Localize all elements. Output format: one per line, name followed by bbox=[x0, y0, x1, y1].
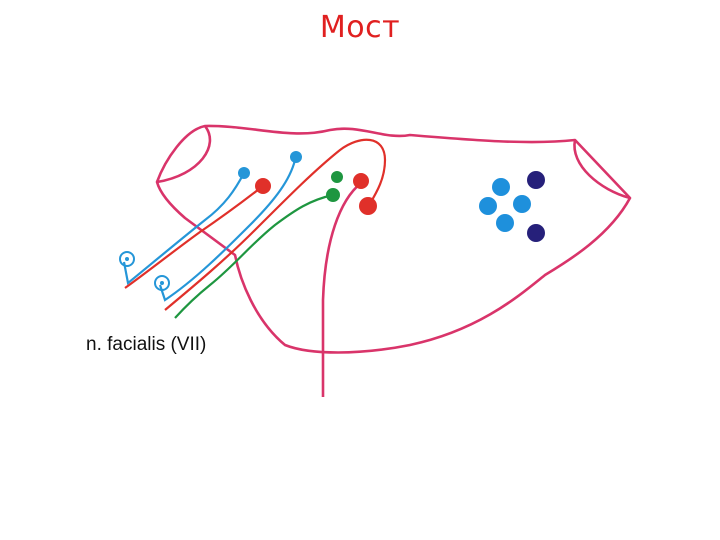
sensory-fiber-2 bbox=[158, 159, 297, 302]
cluster-nucleus-light-1 bbox=[492, 178, 510, 196]
motor-nucleus-1 bbox=[255, 178, 271, 194]
pons-left-cut-edge bbox=[156, 125, 212, 184]
descending-fiber bbox=[321, 181, 362, 397]
motor-nucleus-2 bbox=[353, 173, 369, 189]
cluster-nucleus-light-3 bbox=[513, 195, 531, 213]
sensory-ganglion-1-outer bbox=[119, 251, 135, 267]
sensory-ganglion-2-outer bbox=[154, 275, 170, 291]
sensory-nucleus-2 bbox=[290, 151, 302, 163]
cluster-nucleus-light-4 bbox=[496, 214, 514, 232]
sensory-ganglion-1-inner bbox=[125, 257, 129, 261]
cluster-nucleus-dark-2 bbox=[527, 224, 545, 242]
parasympathetic-fiber bbox=[174, 193, 334, 319]
parasympathetic-nucleus-1 bbox=[331, 171, 343, 183]
cluster-nucleus-dark-1 bbox=[527, 171, 545, 189]
slide-title: Мост bbox=[319, 10, 401, 45]
pons-outline bbox=[155, 124, 632, 354]
motor-fiber-1 bbox=[124, 185, 264, 289]
sensory-fiber-1 bbox=[122, 172, 245, 286]
sensory-nucleus-1 bbox=[238, 167, 250, 179]
motor-nucleus-3 bbox=[359, 197, 377, 215]
nerve-label: n. facialis (VII) bbox=[86, 334, 207, 355]
pons-right-cut-edge bbox=[573, 139, 631, 200]
sensory-ganglion-2-inner bbox=[160, 281, 164, 285]
parasympathetic-nucleus-2 bbox=[326, 188, 340, 202]
motor-fiber-2 bbox=[164, 138, 387, 311]
cluster-nucleus-light-2 bbox=[479, 197, 497, 215]
